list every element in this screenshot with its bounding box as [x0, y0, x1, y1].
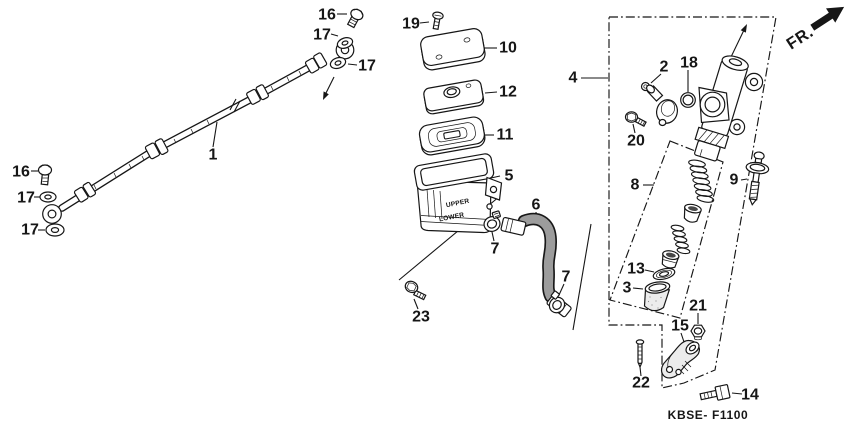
callout-17-upper-b: 17: [358, 58, 376, 75]
callout-18: 18: [680, 55, 698, 72]
pin-part-22: [635, 339, 645, 369]
callout-labels: 1 2 3 4 5 6 7 7 8 9 10 11 12 13 14 15 16…: [12, 7, 759, 404]
callout-16-upper: 16: [318, 7, 336, 24]
callout-4: 4: [569, 70, 578, 87]
hose-clamp-upper-part-7: [483, 210, 501, 232]
nut-part-21: [690, 324, 706, 341]
callout-21: 21: [689, 298, 707, 315]
washer-upper-a-part-17: [336, 37, 354, 49]
callout-23: 23: [412, 309, 430, 326]
callout-14: 14: [741, 387, 759, 404]
callout-2: 2: [660, 59, 669, 76]
direction-pointer-arrow: [323, 76, 335, 100]
joint-elbow-part-2: [640, 81, 678, 127]
callout-8: 8: [631, 177, 640, 194]
reservoir-bolt-part-23: [404, 280, 427, 301]
set-plate-part-12: [423, 79, 485, 115]
assembly-box-4: [608, 16, 777, 389]
push-rod-part-9: [745, 151, 770, 206]
piston-cup: [661, 250, 680, 269]
callout-16-lower: 16: [12, 164, 30, 181]
callout-6: 6: [532, 197, 541, 214]
piston-spring-set-part-8: [661, 159, 715, 269]
reservoir-body-part-5: UPPER LOWER: [413, 153, 503, 234]
callout-17-lower-b: 17: [21, 222, 39, 239]
hose-clamp-lower-part-7: [548, 290, 566, 314]
callout-9: 9: [730, 172, 739, 189]
callout-15: 15: [671, 318, 689, 335]
brake-hose-part-1: [42, 40, 355, 224]
spring-small: [670, 224, 691, 255]
oil-bolt-lower-part-16: [37, 164, 53, 186]
reservoir-hose-part-6: [500, 212, 572, 318]
callout-1: 1: [209, 147, 218, 164]
washer-upper-b-part-17: [329, 56, 347, 70]
diaphragm-part-11: [418, 116, 486, 156]
callout-7-lower: 7: [562, 269, 571, 286]
cap-screw-part-19: [432, 11, 444, 30]
fr-direction-arrow-icon: [806, 6, 845, 31]
joint-bolt-part-14: [699, 384, 731, 401]
master-cylinder-body: [694, 55, 764, 162]
diagram-code: KBSE- F1100: [668, 408, 749, 422]
callout-5: 5: [505, 168, 514, 185]
callout-20: 20: [627, 133, 645, 150]
washer-part-13: [652, 267, 676, 281]
pivot-bolt-part-20: [624, 111, 647, 127]
hose-stub-upper: [500, 216, 527, 236]
callout-11: 11: [497, 127, 514, 144]
spring-large: [688, 159, 715, 203]
washer-lower-a-part-17: [39, 191, 57, 203]
hose-hatch-ticks: [93, 70, 302, 190]
callout-17-upper-a: 17: [313, 27, 331, 44]
boot-part-3: [643, 281, 671, 312]
callout-12: 12: [499, 84, 517, 101]
o-ring-part-18: [680, 92, 696, 108]
fr-direction: FR.: [783, 6, 845, 53]
callout-19: 19: [402, 16, 420, 33]
primary-cup: [683, 203, 702, 223]
reservoir-cap-part-10: [420, 28, 486, 71]
callout-22: 22: [632, 375, 650, 392]
reservoir-upper-marking: UPPER: [445, 198, 470, 209]
fr-label: FR.: [783, 23, 816, 53]
reservoir-lower-marking: LOWER: [439, 212, 465, 224]
callout-7-upper: 7: [491, 241, 500, 258]
washer-lower-b-part-17: [45, 223, 65, 237]
callout-3: 3: [623, 280, 632, 297]
leader-lines: [31, 13, 748, 395]
oil-bolt-upper-part-16: [346, 8, 364, 29]
callout-17-lower-a: 17: [17, 190, 35, 207]
cylinder-direction-arrow: [730, 24, 747, 58]
callout-10: 10: [499, 40, 517, 57]
clevis-part-15: [660, 339, 700, 379]
callout-13: 13: [627, 261, 645, 278]
